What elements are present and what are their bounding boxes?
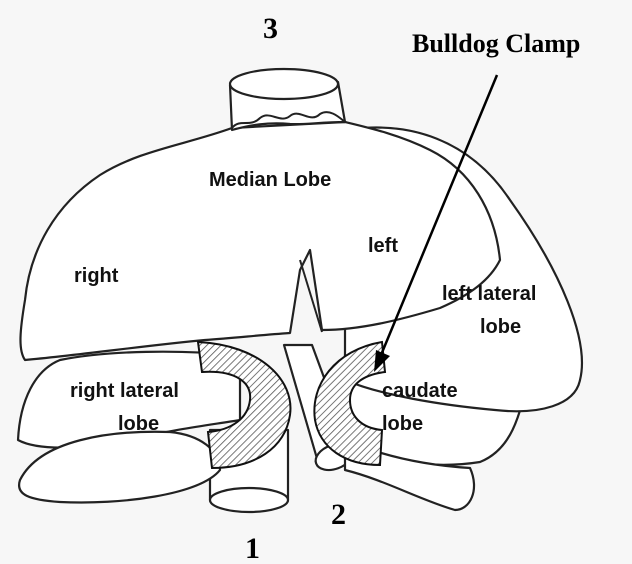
label-left-lateral-line1: left lateral: [442, 283, 536, 305]
label-number-3: 3: [263, 12, 278, 45]
label-right: right: [74, 265, 119, 287]
label-left-lateral-line2: lobe: [480, 316, 521, 338]
median-lobe: [19, 120, 502, 362]
label-median-lobe: Median Lobe: [209, 169, 331, 191]
bulldog-clamp-left: [196, 340, 292, 470]
callout-arrow: [374, 74, 499, 372]
bulldog-clamp-right: [313, 340, 387, 467]
label-right-lateral-line1: right lateral: [70, 380, 179, 402]
right-lateral-lobe-lower: [17, 430, 222, 504]
label-caudate-line1: caudate: [382, 380, 458, 402]
label-number-1: 1: [245, 532, 260, 564]
label-number-2: 2: [331, 498, 346, 531]
label-bulldog-clamp: Bulldog Clamp: [412, 29, 580, 58]
label-right-lateral-line2: lobe: [118, 413, 159, 435]
vessel-3: [228, 67, 347, 132]
label-left: left: [368, 235, 398, 257]
label-caudate-line2: lobe: [382, 413, 423, 435]
